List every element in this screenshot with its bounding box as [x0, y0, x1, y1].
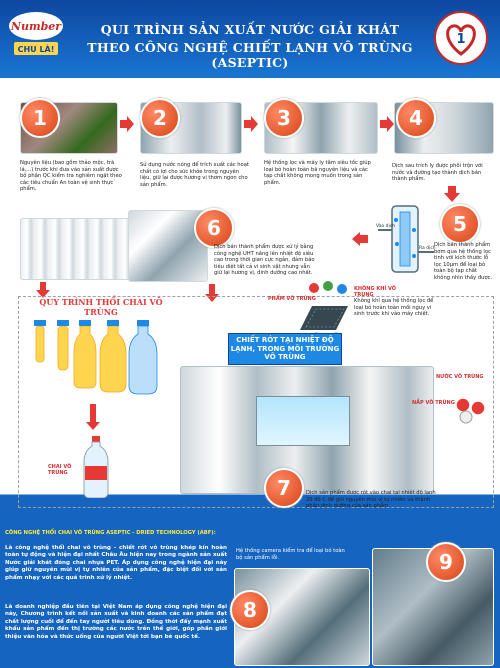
germ-icon	[309, 281, 347, 294]
camera-inspection-text: Hệ thống camera kiểm tra để loại bỏ toàn…	[236, 548, 345, 561]
arrow-right-icon	[380, 116, 394, 132]
step-6-badge: 6	[194, 208, 234, 248]
clean-air-label: KHÔNG KHÍ VÔ TRÙNG	[354, 286, 397, 298]
bottle-blowing-sequence	[34, 320, 158, 395]
clean-air-description: Không khí qua hệ thống lọc để loại bỏ ho…	[354, 298, 434, 318]
heart-logo: 1	[434, 11, 488, 65]
bottle-process-title: QUY TRÌNH THỔI CHAI VÔ TRÙNG	[39, 297, 163, 317]
arrow-down-icon	[205, 284, 219, 302]
step-6-description: Dịch bán thành phẩm được xử lý bằng công…	[214, 244, 315, 277]
arrow-down-icon	[444, 186, 460, 202]
step-3-badge: 3	[264, 98, 304, 138]
fine-filter-diagram: Vào dịch Ra dịch	[376, 205, 436, 273]
step-9-badge: 9	[426, 542, 466, 582]
step-2-description: Sử dụng nước nóng để trích xuất các hoạt…	[140, 162, 249, 188]
sterile-water-label: NƯỚC VÔ TRÙNG	[436, 374, 484, 380]
filter-out-label: Ra dịch	[419, 245, 436, 251]
page-title-line-1: QUI TRÌNH SẢN XUẤT NƯỚC GIẢI KHÁT	[100, 22, 400, 37]
header-banner	[0, 0, 500, 78]
abf-heading: CÔNG NGHỆ THỔI CHAI VÔ TRÙNG ASEPTIC - D…	[5, 530, 216, 536]
logo-badge: CHU LÀ!	[18, 43, 55, 54]
sterile-product-label: PHẨM VÔ TRÙNG	[268, 296, 316, 302]
filling-machine-window	[256, 396, 350, 446]
sterile-cap-label: NẮP VÔ TRÙNG	[412, 400, 455, 406]
page-title-line-2: THEO CÔNG NGHỆ CHIẾT LẠNH VÔ TRÙNG (ASEP…	[87, 40, 413, 70]
filter-in-label: Vào dịch	[376, 222, 395, 229]
step-7-description: Dịch sản phẩm được rót vào chai tại nhiệ…	[306, 490, 436, 510]
arrow-down-icon	[86, 404, 100, 430]
step-4-description: Dịch sau trích ly được phối trộn với nướ…	[392, 163, 483, 183]
step-3-description: Hệ thống lọc và máy ly tâm siêu tốc giúp…	[264, 160, 371, 186]
abf-paragraph-1: Là công nghệ thổi chai vô trùng - chiết …	[5, 545, 227, 581]
arrow-left-icon	[352, 232, 368, 246]
step-2-badge: 2	[140, 98, 180, 138]
arrow-right-icon	[120, 116, 134, 132]
filling-title: CHIẾT RÓT TẠI NHIỆT ĐỘ LẠNH, TRONG MÔI T…	[228, 333, 342, 365]
step-5-badge: 5	[440, 204, 480, 244]
step-5-description: Dịch bán thành phẩm bơm qua hệ thống lọc…	[434, 242, 493, 281]
arrow-down-icon	[36, 282, 50, 298]
step-1-badge: 1	[20, 98, 60, 138]
step-1-description: Nguyên liệu (bao gồm thảo mộc, trà lá,..…	[20, 160, 122, 193]
bottle-caps-icon	[455, 397, 486, 424]
cartridge-filters-photo	[20, 218, 130, 280]
step-8-badge: 8	[230, 590, 270, 630]
aseptic-zone-border	[18, 296, 494, 508]
step-4-badge: 4	[396, 98, 436, 138]
sterile-bottle-label: CHAI VÔ TRÙNG	[48, 464, 72, 476]
svg-text:1: 1	[456, 32, 465, 47]
arrow-right-icon	[244, 116, 258, 132]
number-one-logo: Number CHU LÀ!	[9, 12, 63, 55]
step-7-badge: 7	[264, 468, 304, 508]
abf-paragraph-2: Là doanh nghiệp đầu tiên tại Việt Nam áp…	[5, 604, 227, 640]
finished-bottle-icon	[83, 436, 109, 498]
logo-text: Number	[10, 20, 62, 33]
